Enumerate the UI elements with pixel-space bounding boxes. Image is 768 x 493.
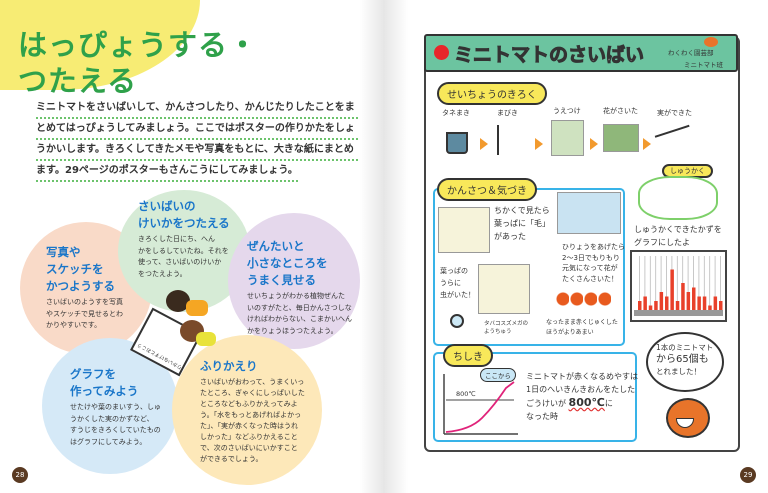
section-observe-label: かんさつ＆気づき [437, 178, 537, 201]
child-illustration-girl [166, 290, 190, 312]
knowledge-text: ミニトマトが赤くなるめやすは 1日のへいきんきおんをたした ごうけいが 800℃… [526, 372, 638, 421]
tip-heading: かつようする [46, 279, 115, 293]
seedling-illustration [497, 125, 525, 155]
graph-bar [654, 301, 658, 310]
tip-heading: さいばいの [138, 199, 196, 213]
flower-photo [603, 124, 639, 152]
tomato-mascot-small [704, 37, 718, 47]
harvest-graph [630, 250, 727, 322]
graph-caption: しゅうかくできたかずをグラフにしたよ [634, 225, 722, 247]
flower-sketch [557, 192, 621, 234]
club-name: わくわく園芸部 [668, 49, 714, 57]
growth-step-label: うえつけ [553, 107, 581, 115]
tip-heading: スケッチを [46, 262, 104, 276]
tip-heading: 写真や [46, 245, 81, 259]
temperature-curve [445, 381, 515, 433]
highlight-value: 800℃ [568, 396, 605, 409]
graph-bar [713, 296, 718, 310]
threshold-label: 800℃ [456, 390, 476, 398]
section-growth-label: せいちょうのきろく [437, 82, 547, 105]
graph-bar [648, 305, 653, 310]
poster-title: ミニトマトのさいばい [453, 44, 645, 67]
graph-bar [638, 301, 642, 310]
intro-line: ミニトマトをさいばいして、かんさつしたり、かんじたりしたことをま [36, 98, 358, 119]
tip-photos: 写真や スケッチを かつようする さいばいのようすを写真やスケッチで見せるとわか… [46, 245, 123, 329]
arrow-icon [535, 138, 543, 150]
tip-heading: けいかをつたえる [138, 216, 230, 230]
graph-bar [719, 301, 723, 310]
leaf-sketch [478, 264, 530, 314]
graph-bar [708, 305, 712, 310]
arrow-icon [480, 138, 488, 150]
tip-review: ふりかえり さいばいがおわって、うまくいったところ、ぎゃくにしっぱいしたところな… [200, 359, 305, 463]
child-boy-body [196, 332, 216, 346]
magnifier-icon [450, 314, 464, 328]
graph-bar [659, 292, 664, 310]
tip-heading: 小さなところを [247, 256, 328, 270]
temperature-graph [443, 374, 518, 435]
poster-header [424, 34, 738, 72]
growth-step-label: タネまき [442, 109, 470, 117]
tip-circle-review [172, 335, 322, 485]
tip-heading: ぜんたいと [247, 239, 305, 253]
section-knowledge-label: ちしき [443, 344, 493, 367]
harvest-kids-illustration [638, 176, 718, 220]
planting-photo [551, 120, 584, 156]
page-number-left: 28 [12, 467, 28, 483]
arrow-icon [590, 138, 598, 150]
tip-circle-overview [228, 213, 360, 349]
leaf-hair-sketch [438, 207, 490, 253]
tip-heading: 作ってみよう [70, 384, 139, 398]
note-leaf-hair: ちかくで見たら葉っぱに「毛」があった [494, 206, 550, 241]
growth-step-label: 実ができた [657, 109, 692, 117]
intro-line: ます。29ページのポスターもさんこうにしてみましょう。 [36, 161, 298, 182]
speech-text: 1本のミニトマトから65個もとれました！ [656, 343, 714, 376]
tip-overview: ぜんたいと 小さなところを うまく見せる せいちょうがわかる植物ぜんたいのすがた… [247, 239, 352, 335]
graph-bar [670, 269, 674, 310]
graph-bar [702, 296, 707, 310]
tip-progress: さいばいの けいかをつたえる きろくした日にち、へんかをしるしていたね。それを使… [138, 199, 230, 278]
tip-heading: グラフを [70, 367, 116, 381]
team-name: ミニトマト班 [684, 61, 723, 69]
speech-bubble [646, 332, 724, 392]
intro-text: ミニトマトをさいばいして、かんさつしたり、かんじたりしたことをま とめてはっぴょ… [36, 98, 358, 182]
tip-heading: うまく見せる [247, 273, 316, 287]
graph-bar [681, 283, 685, 310]
child-girl-body [186, 300, 208, 316]
tip-graph: グラフを 作ってみよう せたけや葉のまいすう、しゅうかくした実のかずなど、すうじ… [70, 367, 161, 446]
graph-bar [643, 296, 647, 310]
here-bubble: ここから [480, 368, 516, 382]
page-title-line1: はっぴょうする・ [18, 28, 259, 62]
graph-bar [692, 287, 696, 310]
seed-pot-icon [446, 132, 468, 154]
tip-heading: ふりかえり [200, 359, 258, 373]
intro-line: うかいします。きろくしてきたメモや写真をもとに、大きな紙にまとめ [36, 140, 358, 161]
tomato-icon [434, 45, 449, 60]
growth-step-label: まびき [497, 109, 518, 117]
page-number-right: 29 [740, 467, 756, 483]
graph-bar [675, 301, 680, 310]
graph-bar [686, 292, 691, 310]
graph-bar [697, 296, 701, 310]
note-caterpillar: タバコスズメガのようちゅう [484, 321, 529, 335]
ripe-tomatoes-illustration [555, 288, 611, 310]
harvest-graph-svg [634, 256, 723, 316]
note-bug: 葉っぱのうらに虫がいた！ [440, 267, 475, 299]
arrow-icon [643, 138, 651, 150]
note-ripe: なったまま赤くじゅくしたほうがよりあまい [546, 319, 618, 336]
page-gutter [360, 0, 408, 493]
page-title-line2: つたえる [18, 64, 138, 98]
knowledge-box [433, 352, 637, 442]
growth-step-label: 花がさいた [603, 107, 638, 115]
graph-bar [665, 296, 669, 310]
graph-axis [634, 310, 723, 316]
intro-line: とめてはっぴょうしてみましょう。ここではポスターの作りかたをしょ [36, 119, 358, 140]
